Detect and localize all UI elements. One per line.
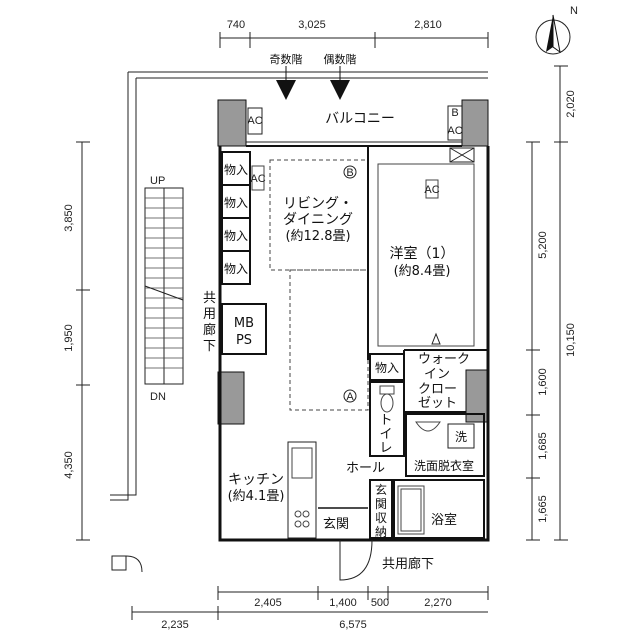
right-dim-6: 10,150 (565, 323, 577, 357)
stair-treads (145, 197, 183, 369)
hall: ホール (346, 461, 385, 476)
storage-label-2: 物入 (224, 196, 248, 210)
odd-floor-label: 奇数階 (270, 52, 303, 66)
side-corridor-char-3: 廊 (203, 322, 216, 338)
right-dim-5: 2,020 (565, 90, 577, 118)
ac-unit-left: AC (247, 107, 263, 135)
walkin-label-4: ゼット (418, 396, 457, 411)
entrance-storage: 玄 関 収 納 (369, 479, 393, 539)
bottom-dim-6: 6,575 (339, 619, 367, 631)
marker-a-living: A (346, 391, 354, 403)
entrance-storage-char-4: 納 (375, 525, 387, 539)
living-dining: B A リビング・ ダイニング (約12.8畳) (269, 146, 369, 411)
side-corridor-char-1: 共 (203, 291, 216, 306)
walkin-label-2: イン (424, 367, 450, 382)
walkin-label-3: クロー (418, 382, 457, 397)
mbps-label-2: PS (236, 333, 252, 348)
bedroom: AC 洋室（1） (約8.4畳) (377, 147, 475, 347)
north-label: N (570, 5, 578, 17)
washroom: 洗 洗面脱衣室 (405, 413, 485, 477)
storage-label-1: 物入 (224, 163, 248, 177)
entrance-label: 玄関 (323, 517, 349, 532)
toilet-label-3: レ (379, 441, 392, 456)
entrance: 玄関 (318, 507, 373, 581)
mbps-room: MB PS (221, 303, 267, 355)
even-floor-label: 偶数階 (324, 52, 357, 66)
ac-label-left: AC (247, 115, 262, 127)
living-label-2: ダイニング (283, 212, 353, 228)
top-dimensions: 740 3,025 2,810 (219, 19, 489, 48)
left-dimensions: 3,850 1,950 4,350 (63, 141, 90, 541)
exterior-walls (218, 145, 490, 542)
dressing-room-label: 洗面脱衣室 (414, 458, 474, 473)
toilet-label-2: イ (379, 427, 392, 442)
entrance-storage-char-3: 収 (375, 511, 387, 525)
left-dim-1: 3,850 (63, 204, 75, 232)
right-dim-1: 5,200 (537, 231, 549, 259)
top-dim-1: 740 (227, 19, 245, 31)
right-dimensions: 5,200 1,600 1,685 1,665 2,020 10,150 (526, 65, 577, 541)
left-dim-2: 1,950 (63, 324, 75, 352)
left-dim-3: 4,350 (63, 451, 75, 479)
living-label-1: リビング・ (283, 196, 353, 212)
mbps-label-1: MB (234, 316, 254, 331)
entrance-storage-char-2: 関 (375, 497, 387, 511)
bathroom: 浴室 (393, 479, 485, 539)
bottom-corridor-label: 共用廊下 (382, 556, 434, 572)
balcony-area: バルコニー 奇数階 偶数階 AC B AC (218, 52, 488, 143)
ac-label-living: AC (250, 173, 265, 185)
side-corridor-label: 共 用 廊 下 (203, 291, 216, 354)
washing-machine-label: 洗 (455, 430, 467, 444)
bath-label: 浴室 (431, 512, 457, 528)
walkin-closet: ウォーク イン クロー ゼット (403, 332, 488, 413)
marker-b-living: B (346, 167, 353, 179)
bedroom-label-2: (約8.4畳) (394, 264, 451, 279)
entrance-storage-char-1: 玄 (375, 482, 387, 497)
columns (217, 99, 489, 425)
bottom-dim-1: 2,405 (254, 597, 282, 609)
bedroom-label-1: 洋室（1） (390, 245, 455, 262)
bottom-dim-5: 2,235 (161, 619, 189, 631)
toilet-label-1: ト (379, 413, 392, 428)
stairs-down-label: DN (150, 391, 166, 403)
kitchen: キッチン (約4.1畳) (228, 441, 317, 539)
living-label-3: (約12.8畳) (285, 229, 350, 244)
storage-label-3: 物入 (224, 229, 248, 243)
right-dim-4: 1,665 (537, 495, 549, 523)
bottom-dimensions: 2,405 1,400 500 2,270 2,235 6,575 (131, 586, 489, 631)
hall-label: ホール (346, 461, 385, 476)
stairs-up-label: UP (150, 175, 165, 187)
storage-column: 物入 物入 物入 物入 AC (221, 151, 266, 285)
kitchen-label-2: (約4.1畳) (228, 489, 285, 504)
toilet-room: ト イ レ (369, 381, 405, 457)
even-floor-marker: 偶数階 (324, 52, 357, 100)
top-dim-2: 3,025 (298, 19, 326, 31)
right-dim-3: 1,685 (537, 432, 549, 460)
bottom-dim-4: 2,270 (424, 597, 452, 609)
ac-unit-right: B AC (447, 105, 463, 141)
kitchen-label-1: キッチン (228, 472, 284, 488)
north-arrow: N (535, 5, 578, 55)
storage-label-5: 物入 (375, 361, 399, 375)
ac-label-bedroom: AC (424, 184, 439, 196)
side-corridor-char-4: 下 (203, 339, 216, 354)
balcony-label: バルコニー (325, 111, 395, 127)
walkin-label-1: ウォーク (418, 352, 470, 367)
storage-label-4: 物入 (224, 262, 248, 276)
stair-corridor: UP DN 共 用 廊 下 (110, 71, 488, 573)
odd-floor-marker: 奇数階 (270, 52, 303, 100)
right-dim-2: 1,600 (537, 368, 549, 396)
top-dim-3: 2,810 (414, 19, 442, 31)
bottom-dim-3: 500 (371, 597, 389, 609)
ac-label-right: AC (447, 125, 462, 137)
bottom-dim-2: 1,400 (329, 597, 357, 609)
side-corridor-char-2: 用 (203, 307, 216, 322)
marker-b-balcony: B (451, 107, 458, 119)
storage-small: 物入 (369, 353, 405, 381)
